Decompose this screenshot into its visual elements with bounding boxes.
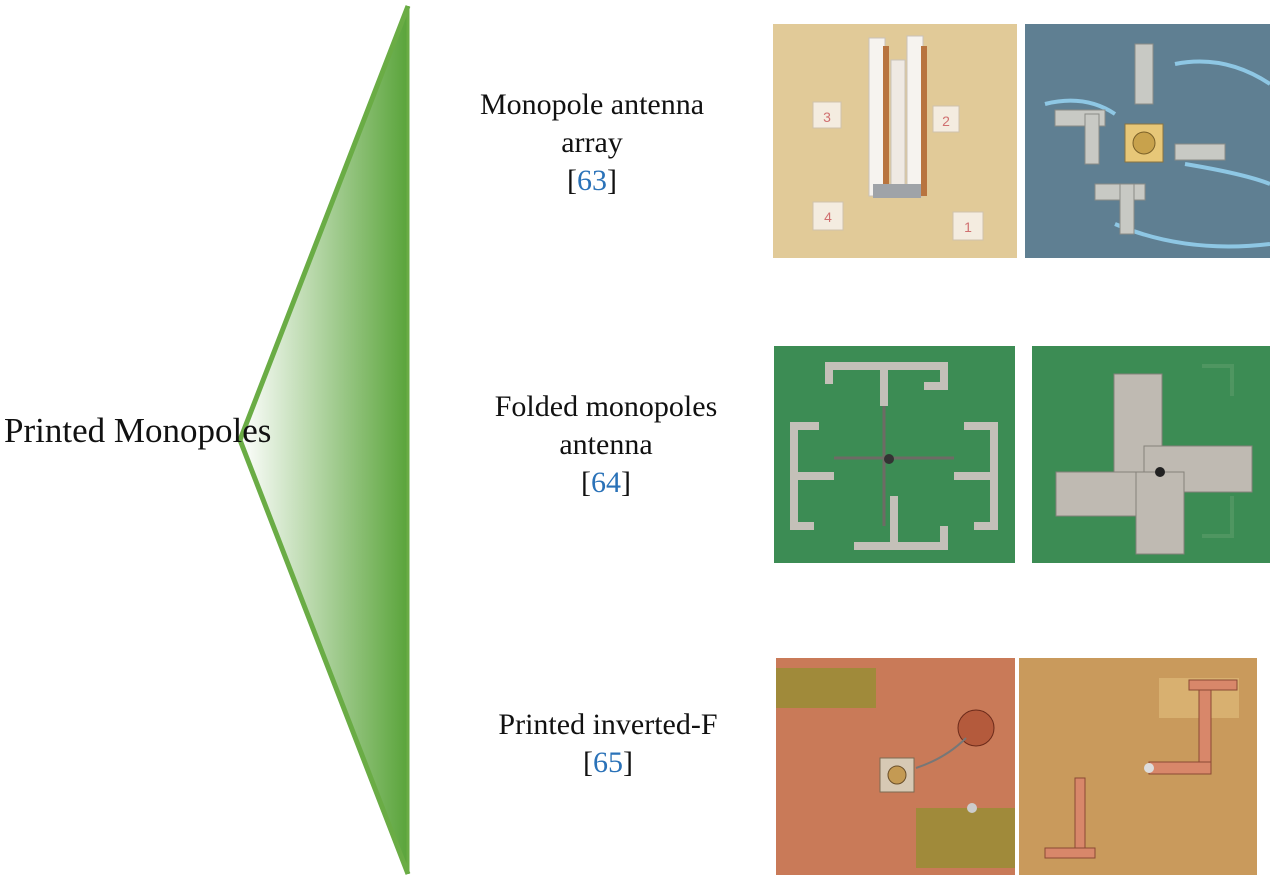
branch-title-line2: antenna: [559, 428, 653, 461]
pad-mark: 4: [824, 209, 832, 225]
pad-mark: 2: [942, 113, 950, 129]
photo-folded-monopoles-right: [1032, 346, 1270, 563]
pad-mark: 1: [964, 219, 972, 235]
photo-monopole-array-top: 3 2 4 1: [773, 24, 1017, 258]
photo-monopole-array-bottom: [1025, 24, 1270, 258]
citation: [64]: [581, 466, 631, 499]
branch-title-line2: array: [561, 126, 623, 159]
branch-title-line1: Monopole antenna: [479, 88, 705, 121]
photo-inverted-f-left: [776, 658, 1015, 875]
branch-caption-monopole-array: Monopole antenna array [63]: [442, 86, 742, 200]
branch-title-line1: Folded monopoles: [494, 390, 718, 423]
citation-number: 63: [577, 164, 607, 197]
root-label: Printed Monopoles: [4, 411, 272, 450]
citation-number: 64: [591, 466, 621, 499]
branch-caption-inverted-f: Printed inverted-F [65]: [458, 706, 758, 782]
citation-number: 65: [593, 746, 623, 779]
branch-title-line1: Printed inverted-F: [498, 708, 718, 741]
photo-folded-monopoles-left: [774, 346, 1015, 563]
citation: [65]: [583, 746, 633, 779]
citation: [63]: [567, 164, 617, 197]
photo-inverted-f-right: [1019, 658, 1257, 875]
pad-mark: 3: [823, 109, 831, 125]
branch-caption-folded-monopoles: Folded monopoles antenna [64]: [456, 388, 756, 502]
